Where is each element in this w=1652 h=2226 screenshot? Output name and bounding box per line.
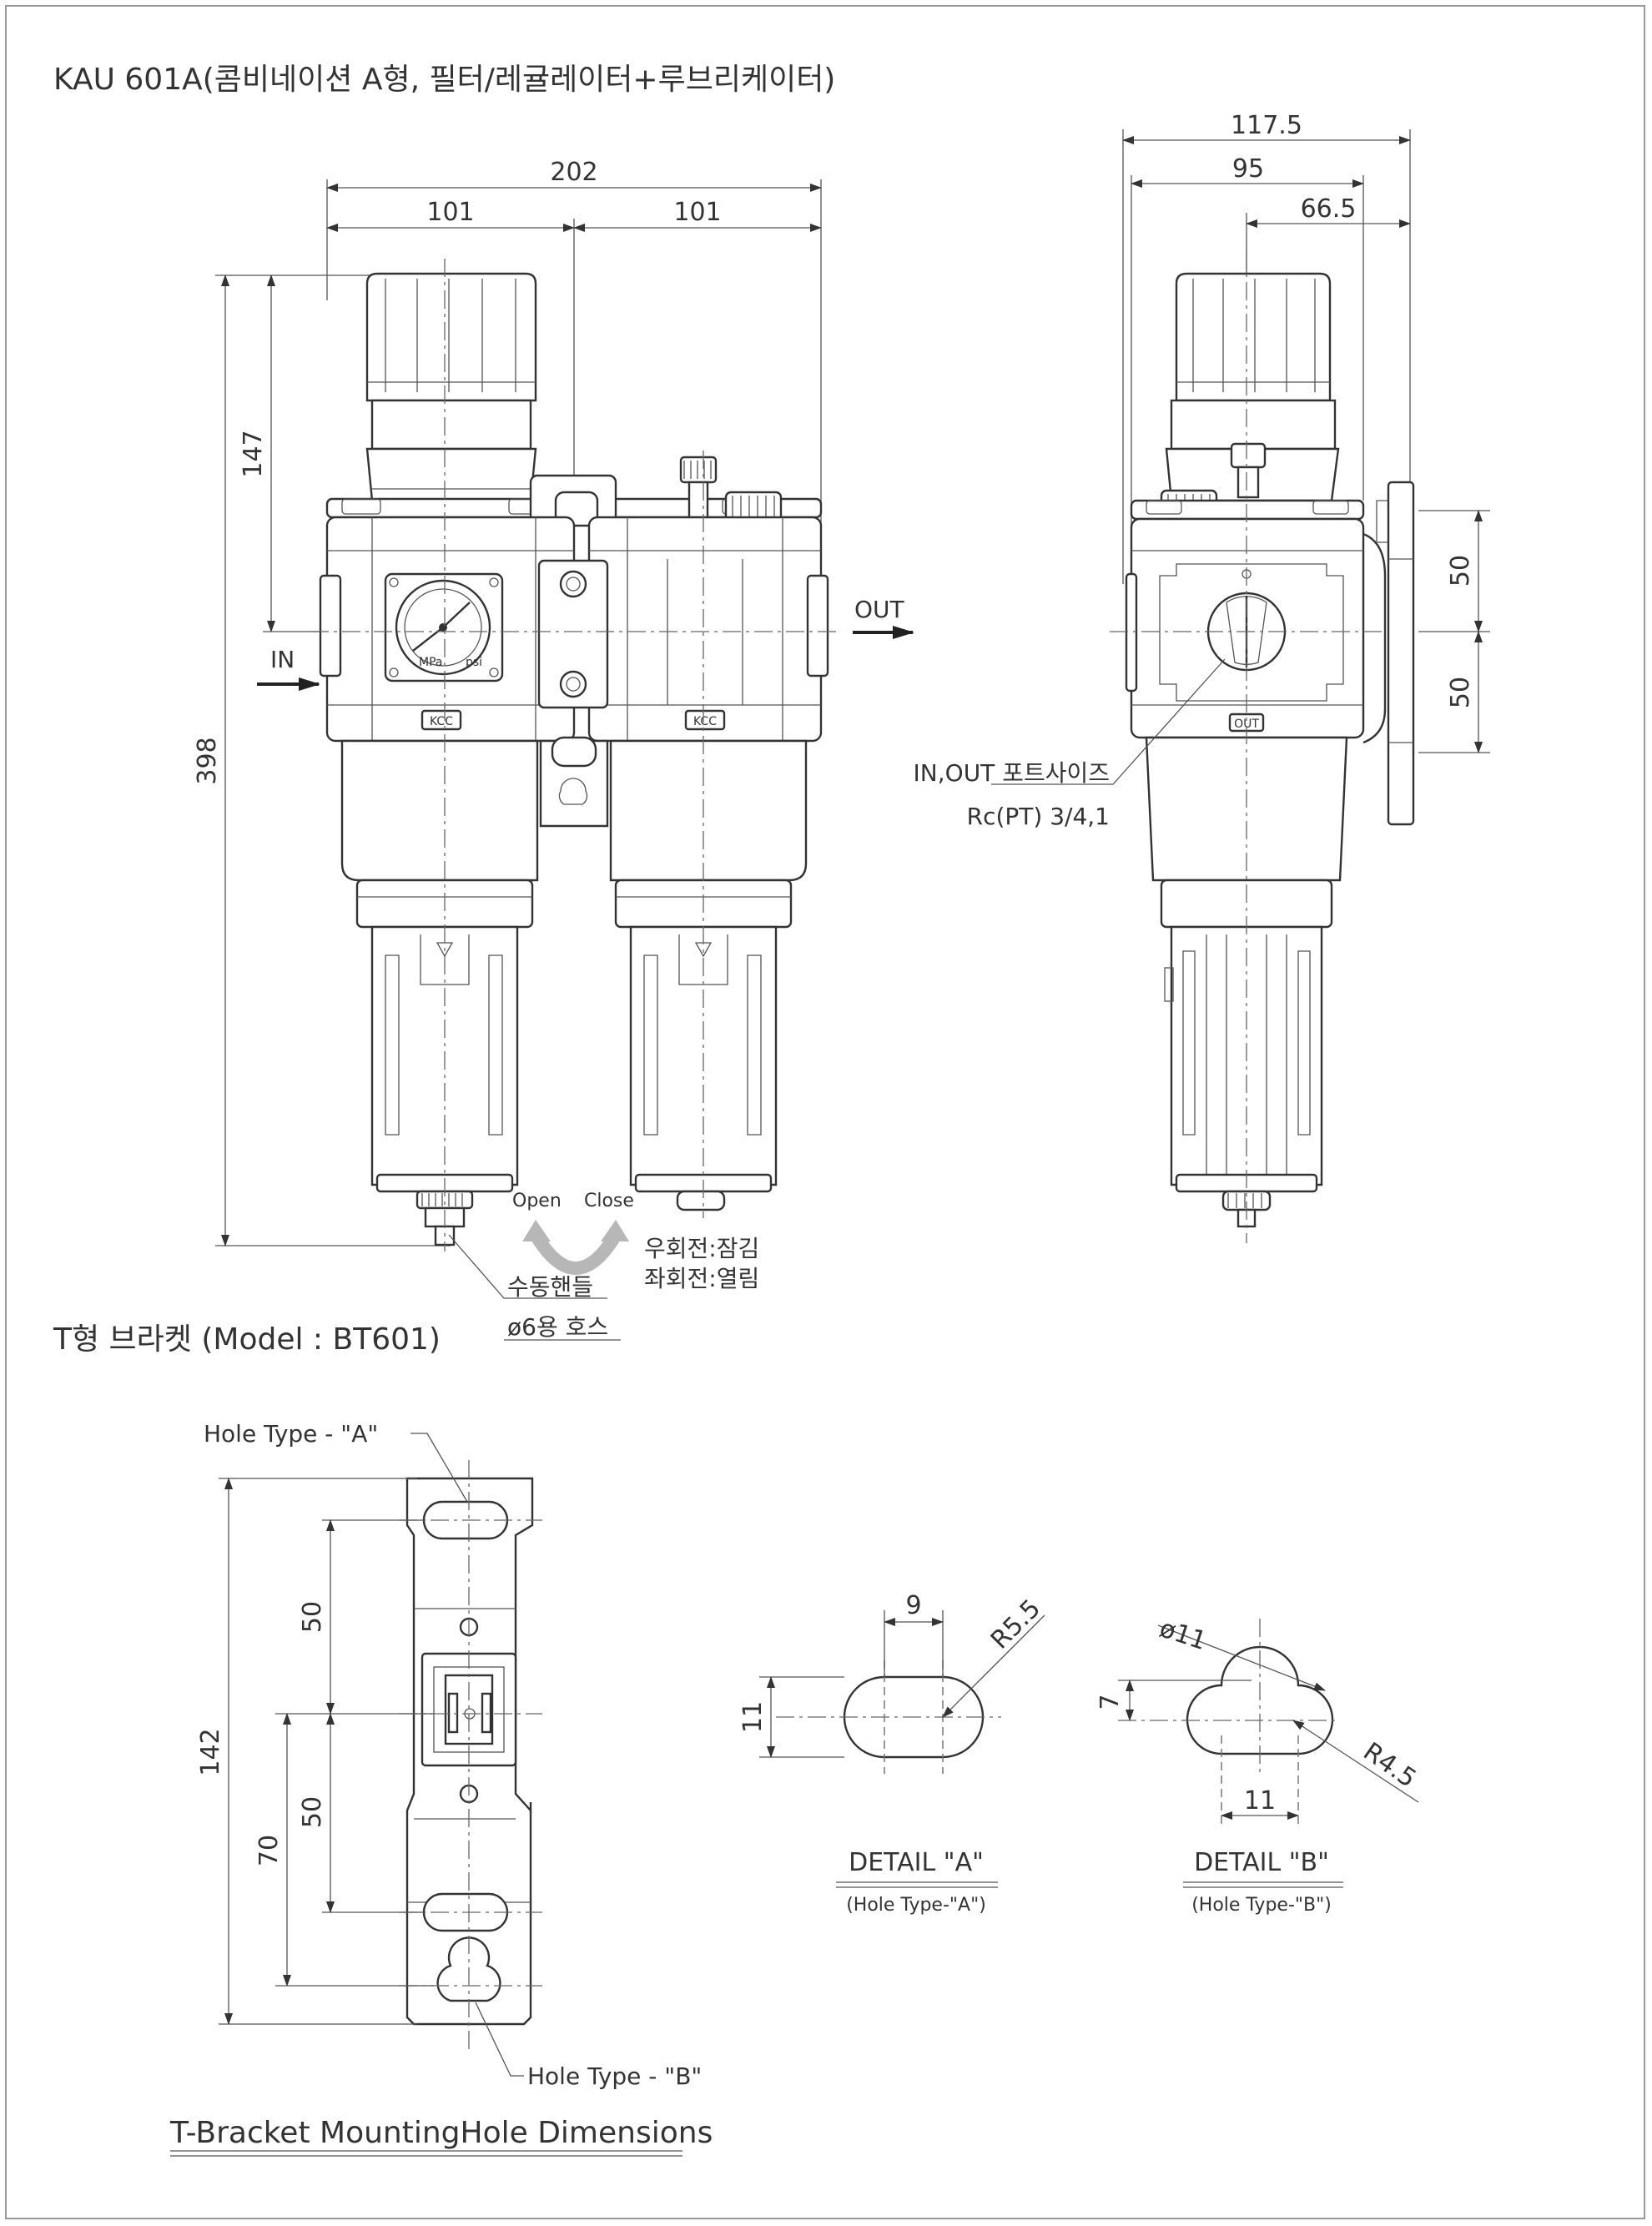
front-view: 202 101 101 398 147 (193, 158, 914, 1341)
dim-398: 398 (193, 737, 222, 784)
detail-a-dim-11: 11 (738, 1701, 768, 1733)
detail-b-dim-r45: R4.5 (1357, 1737, 1421, 1794)
rotate-left-note: 좌회전:열림 (644, 1265, 759, 1292)
detail-b-dim-7: 7 (1095, 1694, 1125, 1710)
kcc-logo-left (421, 709, 462, 731)
dim-95: 95 (1232, 154, 1264, 184)
dim-142: 142 (196, 1728, 225, 1775)
svg-text:OUT: OUT (1234, 718, 1259, 731)
dim-117-5: 117.5 (1231, 111, 1302, 140)
out-label: OUT (854, 596, 905, 623)
gauge-unit-mpa: MPa (419, 656, 442, 669)
dim-202: 202 (550, 158, 597, 187)
rotate-right-note: 우회전:잠김 (644, 1235, 759, 1262)
in-port (319, 574, 342, 677)
gauge-unit-psi: psi (466, 656, 482, 669)
svg-text:KCC: KCC (430, 715, 453, 728)
dim-101-right: 101 (673, 198, 721, 227)
detail-a-subtitle: (Hole Type-"A") (846, 1895, 986, 1916)
in-label: IN (270, 646, 295, 673)
detail-a-dim-r55: R5.5 (985, 1594, 1046, 1654)
detail-a: 9 R5.5 11 DETAIL "A" (Hole Type-"A") (738, 1591, 1046, 1916)
drain-hose-label: ø6용 호스 (507, 1313, 608, 1341)
close-label: Close (584, 1191, 634, 1211)
drawing-frame (5, 5, 1645, 2219)
out-port (806, 574, 829, 677)
port-size-label: IN,OUT 포트사이즈 (914, 759, 1110, 787)
side-bowl-guard (1145, 736, 1348, 882)
dim-50-top: 50 (1446, 555, 1475, 587)
regulator-bowl-guard (340, 739, 539, 882)
detail-b-title: DETAIL "B" (1194, 1848, 1329, 1877)
dim-50-bottom: 50 (1446, 677, 1475, 708)
side-t-bracket (1387, 481, 1415, 826)
detail-a-title: DETAIL "A" (849, 1848, 984, 1877)
detail-b-dim-11: 11 (1244, 1786, 1276, 1816)
detail-b-subtitle: (Hole Type-"B") (1191, 1895, 1332, 1916)
dim-147: 147 (239, 430, 268, 477)
mounting-title: T-Bracket MountingHole Dimensions (170, 2116, 713, 2150)
hole-type-b-label: Hole Type - "B" (527, 2062, 702, 2090)
detail-b: 11 7 ø11 R4.5 DETAIL "B" (Hole Type-"B") (1095, 1614, 1422, 1916)
bracket-title: T형 브라켓 (Model : BT601) (53, 1322, 441, 1357)
side-regulator-knob (1175, 272, 1332, 402)
dim-101-left: 101 (426, 198, 474, 227)
dim-70: 70 (254, 1835, 284, 1866)
regulator-knob (365, 272, 537, 402)
side-view: 117.5 95 66.5 OUT (914, 111, 1490, 1243)
detail-b-dim-dia11: ø11 (1156, 1614, 1211, 1656)
open-label: Open (512, 1191, 562, 1211)
svg-text:KCC: KCC (693, 715, 717, 728)
dim-66-5: 66.5 (1301, 194, 1357, 224)
rotation-arrow-icon (530, 1231, 622, 1275)
drain-manual-label: 수동핸들 (507, 1273, 593, 1301)
hole-type-a-label: Hole Type - "A" (204, 1420, 378, 1448)
dim-50-upper: 50 (298, 1601, 327, 1633)
port-callout-leader (991, 658, 1226, 785)
dim-50-lower: 50 (298, 1796, 327, 1828)
detail-a-dim-9: 9 (905, 1591, 921, 1620)
main-title: KAU 601A(콤비네이션 A형, 필터/레귤레이터+루브리케이터) (53, 63, 836, 97)
lubricator-bowl-guard (609, 739, 808, 882)
drain-callout-leader (448, 1234, 607, 1299)
connector-spacer (537, 559, 609, 709)
port-size-value: Rc(PT) 3/4,1 (967, 803, 1110, 830)
kcc-logo-right (684, 709, 726, 731)
bracket-view: 142 70 50 50 Hole Type - "A" Hole Type -… (196, 1420, 702, 2090)
